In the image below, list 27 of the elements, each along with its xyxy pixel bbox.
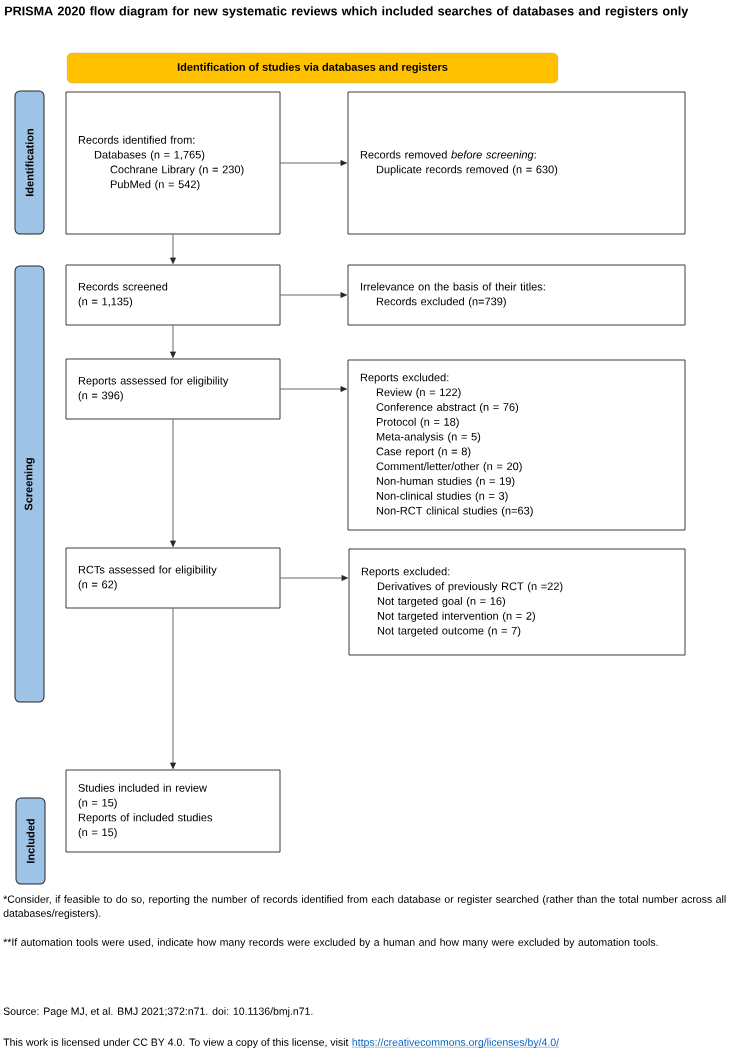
phase-label-bar: Screening xyxy=(14,265,45,703)
footnote: **If automation tools were used, indicate how many records were excluded by a human and how many were excluded by automation tools. xyxy=(3,938,658,948)
title: PRISMA 2020 flow diagram for new systematic reviews which included searches of databases and registers only xyxy=(5,6,689,18)
process-box: Records screened (n = 1,135) xyxy=(65,264,281,326)
process-box: Reports excluded: Review (n = 122) Conference abstract (n = 76) Protocol (n = 18) Meta-analysis (n = 5) Case report (n = 8) Comment/letter/other (n = 20) Non-human studies (n = 19) Non-clinical studies (n = 3) Non-RCT clinical studies (n=63) xyxy=(347,359,686,531)
link: https://creativecommons.org/licenses/by/4.0/ xyxy=(351,1038,560,1048)
phase-label-bar: Identification xyxy=(14,90,45,235)
footnote: *Consider, if feasible to do so, reporting the number of records identified from each database or register searched (rather than the total number across all databases/registers). xyxy=(3,895,726,919)
process-box: Reports assessed for eligibility (n = 396) xyxy=(65,358,281,420)
arrow xyxy=(170,419,176,547)
arrow xyxy=(280,575,349,581)
process-box: Reports excluded: Derivatives of previously RCT (n =22) Not targeted goal (n = 16) Not targeted intervention (n = 2) Not targeted outcome (n = 7) xyxy=(348,548,686,656)
process-box: Studies included in review (n = 15) Reports of included studies (n = 15) xyxy=(65,769,281,853)
process-box: Records removed before screening: Duplicate records removed (n = 630) xyxy=(347,91,686,235)
arrow xyxy=(170,234,176,265)
process-box: Records identified from: Databases (n = 1,765) Cochrane Library (n = 230) PubMed (n = 542) xyxy=(65,91,281,235)
source-note: Source: Page MJ, et al. BMJ 2021;372:n71. doi: 10.1136/bmj.n71. xyxy=(3,1007,313,1017)
license-note: This work is licensed under CC BY 4.0. To view a copy of this license, visit xyxy=(3,1038,349,1048)
arrow xyxy=(280,386,348,392)
section-header-band: Identification of studies via databases and registers xyxy=(66,52,559,84)
process-box: Irrelevance on the basis of their titles: Records excluded (n=739) xyxy=(347,264,686,326)
arrow xyxy=(280,160,348,166)
phase-label-bar: Included xyxy=(15,797,46,885)
arrow xyxy=(170,325,176,359)
process-box: RCTs assessed for eligibility (n = 62) xyxy=(65,547,281,609)
arrow xyxy=(280,292,348,298)
arrow xyxy=(170,608,176,769)
